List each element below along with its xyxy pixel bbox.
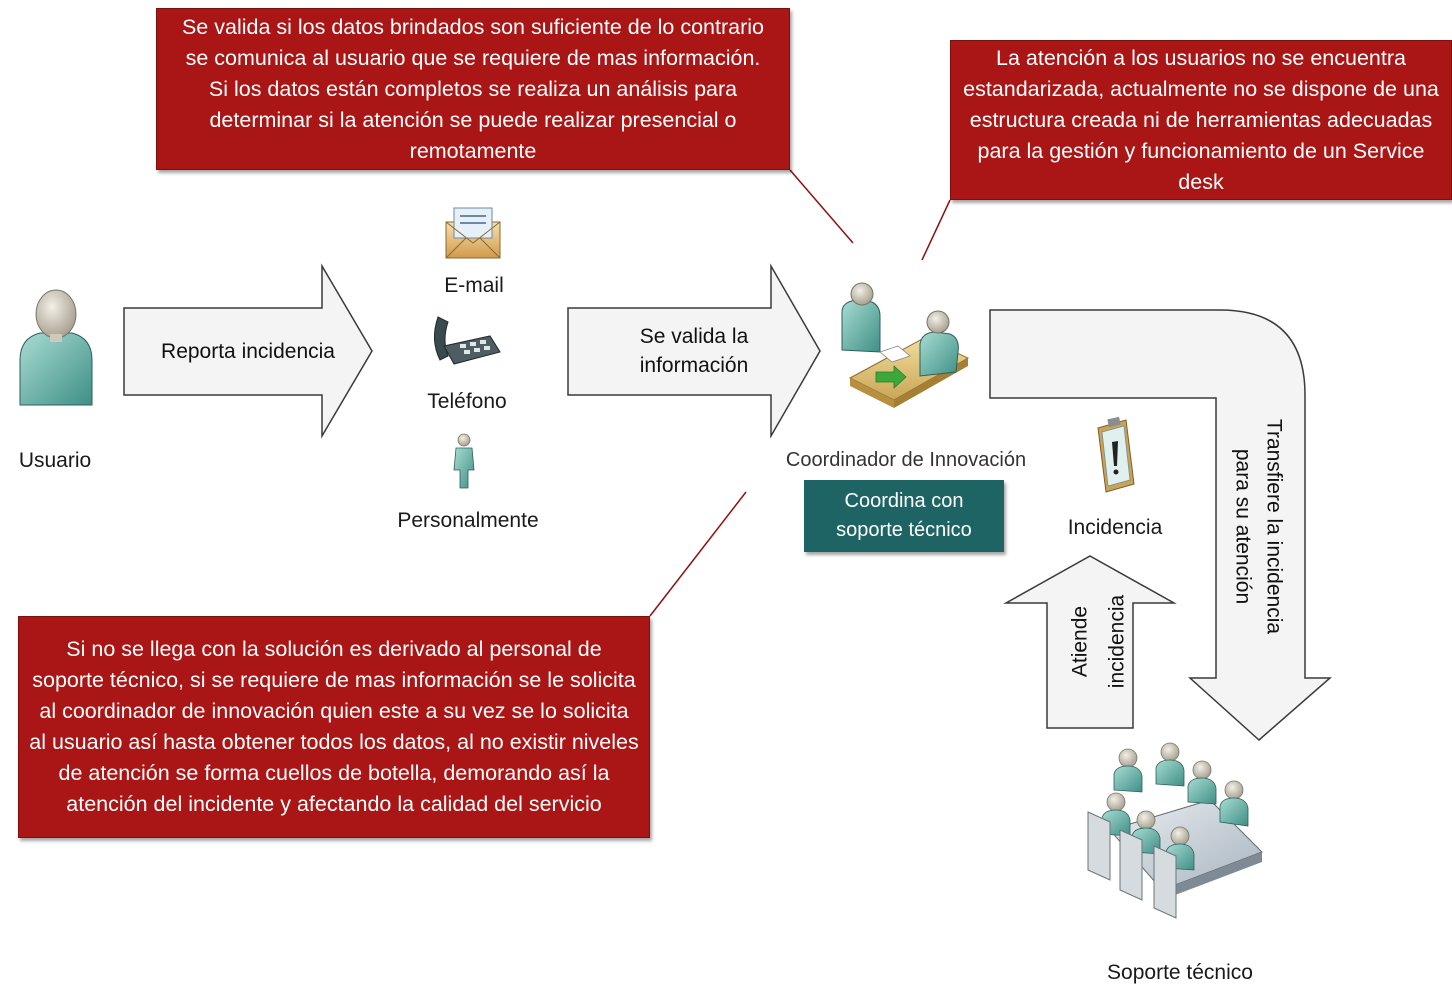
validate-arrow-label-line2: información (639, 354, 749, 377)
validate-arrow (567, 263, 821, 439)
report-arrow-label: Reporta incidencia (161, 340, 335, 363)
phone-label: Teléfono (427, 390, 507, 413)
email-label: E-mail (444, 274, 504, 297)
transfer-arrow-label-line2: para su atención (1231, 448, 1255, 605)
callout-no-standard: La atención a los usuarios no se encuent… (950, 40, 1452, 200)
leader-line-no-standard (921, 199, 951, 261)
coordinate-box-line2: soporte técnico (836, 519, 972, 541)
clipboard-alert-icon (1097, 416, 1135, 493)
user-icon (19, 289, 93, 406)
attend-arrow-label-line1: Atiende (1068, 605, 1092, 678)
person-icon (453, 433, 475, 489)
team-meeting-icon (1087, 742, 1263, 919)
report-arrow (123, 263, 373, 439)
coordinate-box-line1: Coordina con (844, 490, 964, 512)
leader-line-validation (789, 169, 854, 244)
incident-label: Incidencia (1067, 516, 1163, 539)
validate-arrow-label-line1: Se valida la (639, 325, 749, 348)
callout-bottleneck: Si no se llega con la solución es deriva… (18, 616, 650, 838)
user-label: Usuario (18, 449, 92, 472)
phone-icon (434, 316, 501, 365)
email-icon (445, 207, 501, 259)
leader-line-bottleneck (649, 491, 747, 617)
attend-arrow-label-line2: incidencia (1105, 594, 1129, 689)
callout-validation: Se valida si los datos brindados son suf… (156, 8, 790, 170)
coordinate-support-box: Coordina con soporte técnico (804, 480, 1004, 552)
coordinator-icon (841, 282, 970, 408)
support-label: Soporte técnico (1107, 961, 1253, 984)
transfer-arrow (989, 309, 1332, 742)
in-person-label: Personalmente (397, 509, 539, 532)
transfer-arrow-label-line1: Transfiere la incidencia (1262, 418, 1286, 635)
coordinator-label: Coordinador de Innovación (785, 449, 1027, 471)
attend-arrow (1003, 555, 1177, 729)
